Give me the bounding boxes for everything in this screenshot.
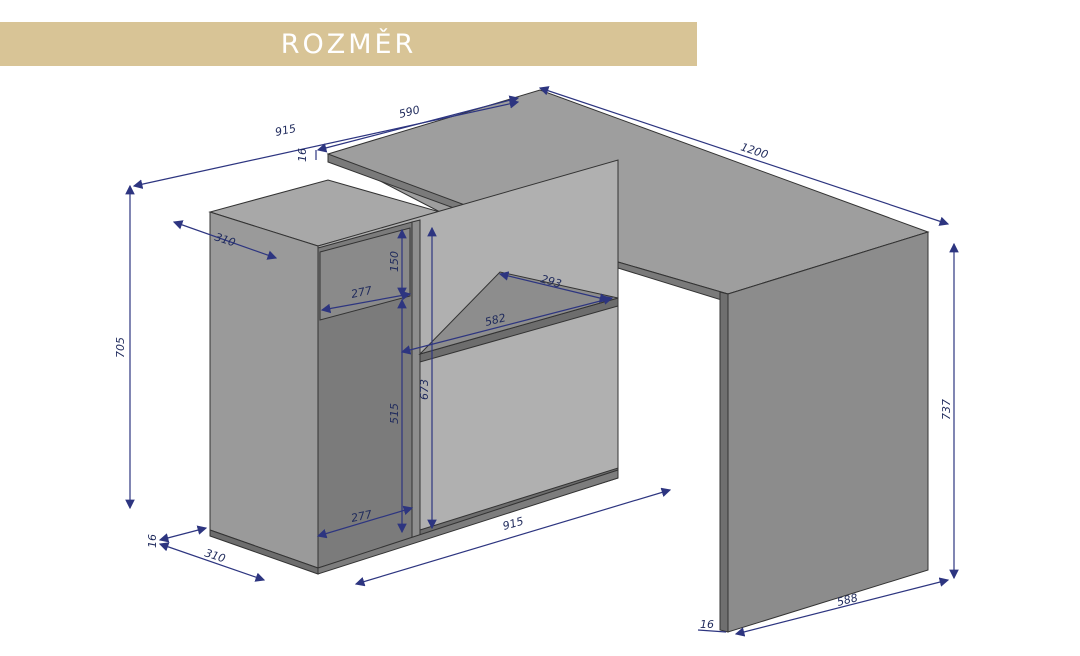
label-top-total: 915: [274, 122, 297, 139]
label-cabinet-depth-bottom: 310: [203, 546, 227, 565]
dim-line-top-depth: [316, 95, 520, 153]
label-inner-height: 673: [418, 379, 431, 400]
page-title: ROZMĚR: [280, 28, 417, 60]
dim-line-cabinet-depth-top: [172, 220, 278, 260]
label-upper-drawer-width: 277: [350, 284, 373, 301]
label-shelf-depth: 293: [539, 272, 563, 290]
label-top-length: 1200: [739, 140, 770, 161]
label-cabinet-depth-top: 310: [213, 230, 237, 249]
right-leg-panel: [727, 231, 929, 633]
dim-line-leg-thickness: [697, 629, 727, 633]
dim-line-cabinet-depth-bottom: [158, 542, 266, 582]
label-leg-height: 737: [940, 399, 953, 420]
dim-line-leg-depth: [734, 577, 950, 637]
label-lower-width: 277: [350, 508, 373, 525]
cabinet-side-panel: [209, 211, 319, 569]
label-door-height: 515: [388, 403, 401, 424]
label-leg-depth: 588: [836, 591, 860, 609]
dim-line-bottom-width: [354, 487, 672, 587]
label-bottom-width: 915: [501, 515, 525, 533]
label-top-depth: 590: [398, 103, 422, 121]
dim-line-shelf-width: [400, 295, 614, 355]
title-banner: ROZMĚR: [0, 22, 697, 66]
label-leg-thickness: 16: [700, 618, 714, 631]
dim-line-base-thickness: [158, 525, 208, 543]
label-shelf-width: 582: [484, 311, 508, 329]
label-base-thickness: 16: [146, 534, 159, 548]
right-leg-edge: [719, 291, 729, 633]
label-cabinet-height: 705: [114, 337, 127, 358]
label-upper-drawer-height: 150: [388, 251, 401, 272]
dim-line-top-length: [538, 86, 950, 226]
label-top-thickness: 16: [296, 148, 309, 162]
dim-line-upper-drawer-width: [320, 290, 412, 314]
